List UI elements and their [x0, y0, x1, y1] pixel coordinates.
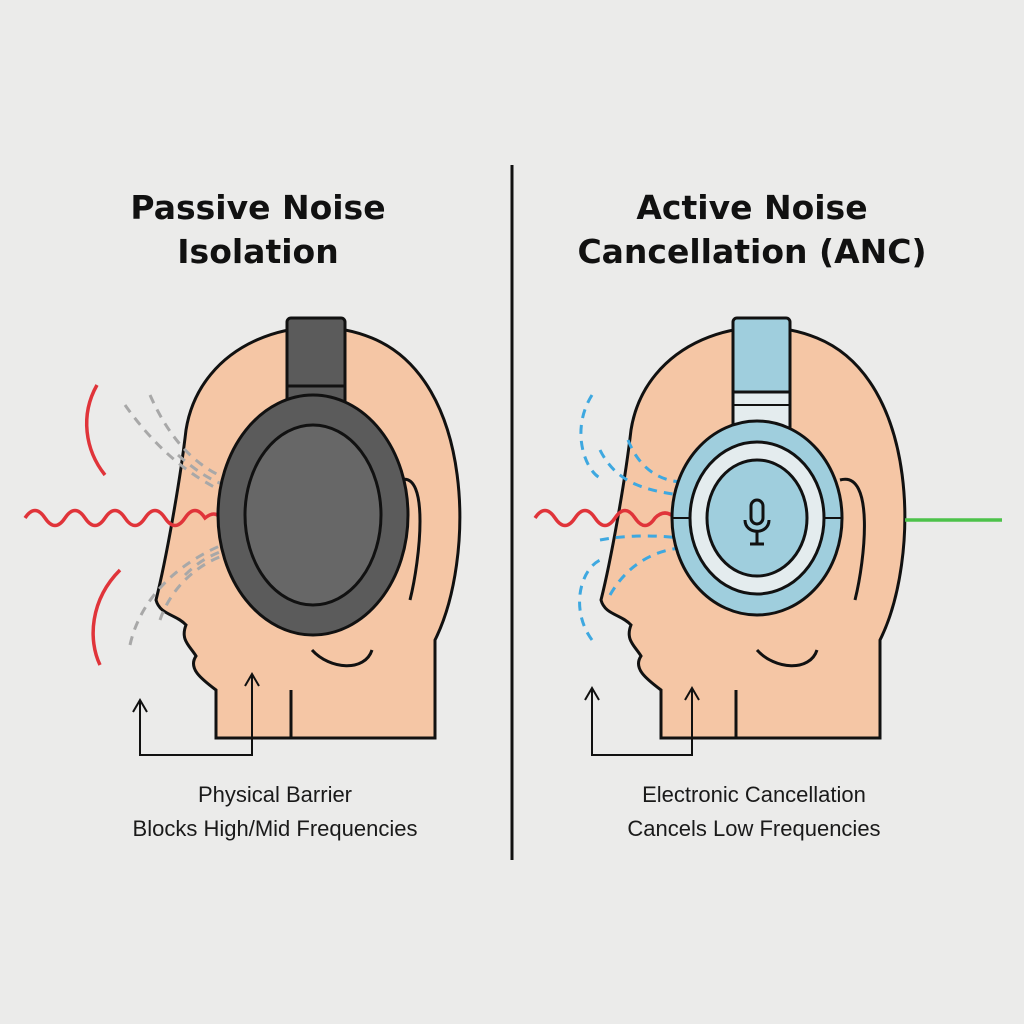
passive-caption-line2: Blocks High/Mid Frequencies: [132, 816, 418, 841]
microphone-icon: [743, 498, 771, 546]
anc-title: Active Noise Cancellation (ANC): [532, 186, 972, 274]
passive-title: Passive Noise Isolation: [38, 186, 478, 274]
anc-arrows: [584, 686, 700, 756]
anc-caption-line1: Electronic Cancellation: [642, 782, 866, 807]
anc-title-line2: Cancellation (ANC): [577, 232, 927, 271]
anc-title-line1: Active Noise: [636, 188, 868, 227]
anti-noise-waves: [578, 394, 681, 641]
passive-noise-waves: [23, 384, 222, 666]
anc-caption: Electronic Cancellation Cancels Low Freq…: [534, 778, 974, 846]
passive-head: [154, 325, 462, 740]
passive-caption-line1: Physical Barrier: [197, 782, 353, 807]
anc-headphones: [670, 316, 844, 617]
passive-caption: Physical Barrier Blocks High/Mid Frequen…: [55, 778, 495, 846]
passive-title-line1: Passive Noise: [130, 188, 386, 227]
anc-caption-line2: Cancels Low Frequencies: [627, 816, 881, 841]
passive-headphones: [216, 316, 410, 637]
anc-noise-wave: [533, 508, 677, 528]
passive-arrows: [132, 672, 260, 756]
anc-head: [599, 325, 907, 740]
passive-title-line2: Isolation: [177, 232, 339, 271]
